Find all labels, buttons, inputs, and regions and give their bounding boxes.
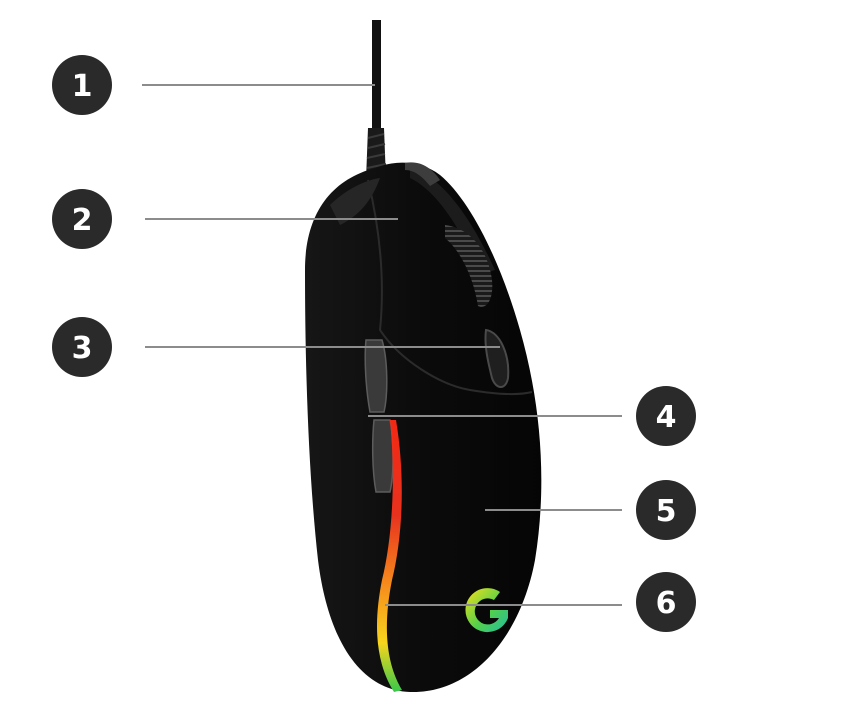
callout-1: 1: [52, 55, 112, 115]
side-button-forward: [364, 339, 388, 413]
scroll-wheel-grip: [445, 225, 493, 307]
dpi-button: [484, 328, 510, 388]
callout-6: 6: [636, 572, 696, 632]
callout-number: 6: [656, 586, 677, 621]
callout-number: 1: [72, 69, 93, 104]
callout-5: 5: [636, 480, 696, 540]
callout-badge: [52, 55, 112, 115]
callout-2: 2: [52, 189, 112, 249]
callout-badge: [636, 386, 696, 446]
cable-strain-ridges: [366, 133, 387, 169]
callout-badge: [52, 189, 112, 249]
cable-wire: [372, 20, 381, 130]
side-button-back: [371, 419, 394, 493]
scroll-wheel: [445, 225, 493, 307]
callout-number: 5: [656, 494, 677, 529]
callout-badge: [636, 572, 696, 632]
leader-lines: [142, 84, 622, 606]
g-logo-icon: [465, 588, 508, 633]
side-buttons: [364, 339, 394, 493]
top-bumper: [405, 162, 440, 186]
callout-4: 4: [636, 386, 696, 446]
rgb-lighting-strip: [377, 420, 402, 692]
callout-number: 2: [72, 203, 93, 238]
left-button-highlight: [330, 178, 380, 225]
callout-number: 3: [72, 331, 93, 366]
callout-number: 4: [656, 400, 677, 435]
callout-badge: [636, 480, 696, 540]
button-split-line: [367, 179, 533, 396]
dpi-button-cap: [484, 328, 510, 388]
callout-badge: [52, 317, 112, 377]
callout-3: 3: [52, 317, 112, 377]
mouse-cable: [366, 20, 387, 180]
